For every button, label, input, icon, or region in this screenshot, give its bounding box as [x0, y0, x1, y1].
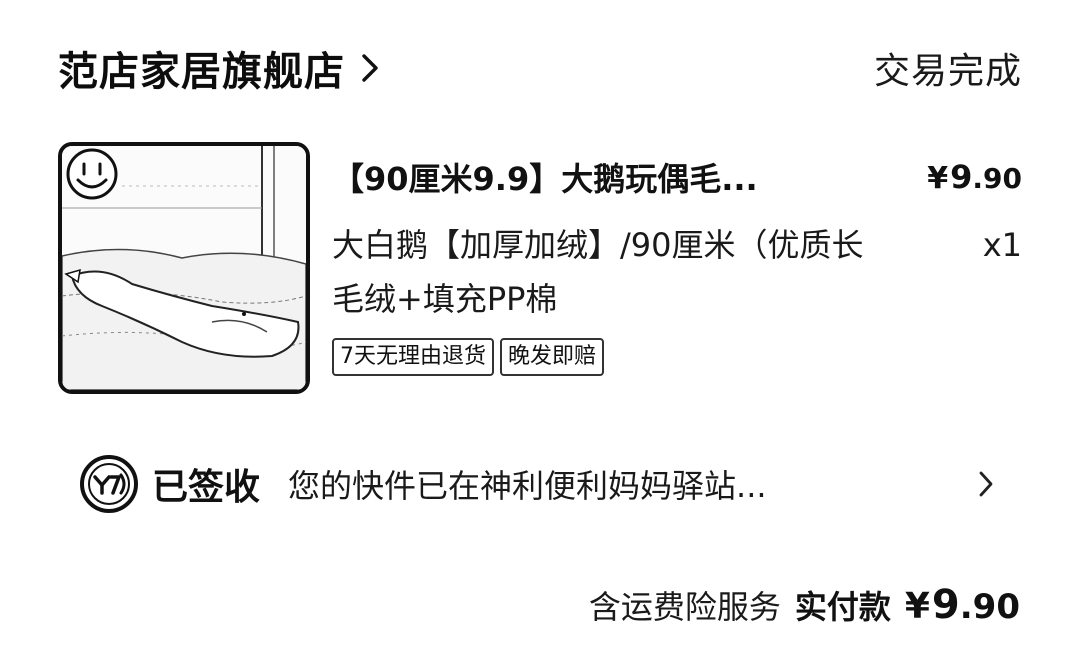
price-currency: ¥	[927, 161, 949, 196]
logistics-row[interactable]: 已签收 您的快件已在神利便利妈妈驿站...	[80, 452, 994, 516]
order-status: 交易完成	[873, 51, 1022, 92]
price-integer: 9	[950, 158, 973, 196]
shipping-insurance-note: 含运费险服务	[588, 588, 781, 626]
service-tags: 7天无理由退货 晚发即赔	[332, 338, 1022, 376]
order-card-header: 范店家居旗舰店 交易完成	[58, 36, 1022, 100]
tag-late-delivery-compensation: 晚发即赔	[500, 338, 605, 376]
product-spec: 大白鹅【加厚加绒】/90厘米（优质长毛绒+填充PP棉	[332, 226, 864, 318]
tag-return-7days: 7天无理由退货	[332, 338, 494, 376]
price-decimal: .90	[972, 162, 1022, 195]
shop-link[interactable]: 范店家居旗舰店	[58, 39, 379, 97]
product-title: 【90厘米9.9】大鹅玩偶毛...	[332, 160, 758, 198]
product-thumbnail[interactable]	[58, 142, 310, 394]
smiley-icon	[66, 148, 118, 200]
paid-amount: ¥9.90	[905, 582, 1020, 628]
paid-currency: ¥	[904, 586, 930, 627]
product-price: ¥9.90	[927, 158, 1022, 196]
order-total: 含运费险服务 实付款 ¥9.90	[589, 570, 1020, 640]
product-info[interactable]: 【90厘米9.9】大鹅玩偶毛... ¥9.90 大白鹅【加厚加绒】/90厘米（优…	[332, 148, 1022, 376]
product-title-row: 【90厘米9.9】大鹅玩偶毛... ¥9.90	[332, 148, 1022, 206]
product-quantity: x1	[982, 226, 1022, 264]
logistics-detail: 您的快件已在神利便利妈妈驿站...	[288, 467, 767, 505]
courier-logo-icon	[80, 455, 138, 513]
paid-integer: 9	[931, 582, 960, 628]
paid-label: 实付款	[794, 588, 891, 626]
shop-name: 范店家居旗舰店	[58, 49, 345, 95]
chevron-right-icon	[361, 53, 379, 83]
logistics-status: 已签收	[152, 467, 261, 508]
product-spec-row: 大白鹅【加厚加绒】/90厘米（优质长毛绒+填充PP棉 x1	[332, 218, 1022, 326]
paid-decimal: .90	[959, 587, 1020, 627]
chevron-right-icon	[978, 470, 994, 498]
